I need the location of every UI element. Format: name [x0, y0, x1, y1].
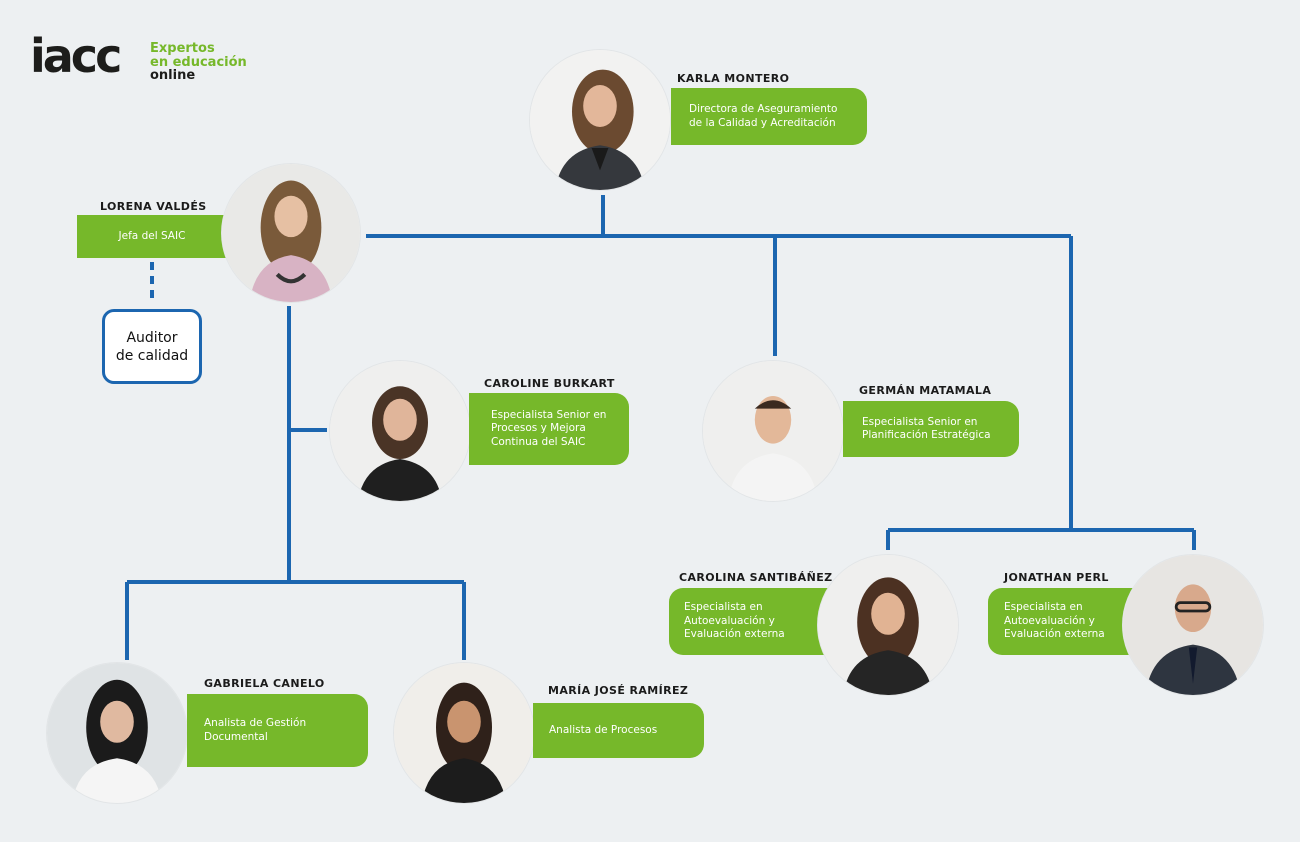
- role-gabriela-canelo: Analista de Gestión Documental: [187, 694, 368, 767]
- name-gabriela-canelo: GABRIELA CANELO: [204, 677, 325, 690]
- person-portrait-icon: [47, 663, 187, 803]
- auditor-de-calidad-box: Auditor de calidad: [102, 309, 202, 384]
- role-karla-montero: Directora de Aseguramiento de la Calidad…: [671, 88, 867, 145]
- role-text: Especialista en Autoevaluación y Evaluac…: [1004, 601, 1105, 641]
- photo-karla-montero: [530, 50, 670, 190]
- name-caroline-burkart: CAROLINE BURKART: [484, 377, 615, 390]
- name-jonathan-perl: JONATHAN PERL: [1004, 571, 1109, 584]
- name-maria-jose-ramirez: MARÍA JOSÉ RAMÍREZ: [548, 684, 689, 697]
- name-karla-montero: KARLA MONTERO: [677, 72, 790, 85]
- name-german-matamala: GERMÁN MATAMALA: [859, 384, 992, 397]
- name-carolina-santibanez: CAROLINA SANTIBÁÑEZ: [679, 571, 833, 584]
- person-portrait-icon: [818, 555, 958, 695]
- person-portrait-icon: [222, 164, 360, 302]
- person-portrait-icon: [330, 361, 470, 501]
- role-text: Especialista Senior en Procesos y Mejora…: [491, 408, 607, 448]
- role-german-matamala: Especialista Senior en Planificación Est…: [843, 401, 1019, 457]
- role-text: Especialista en Autoevaluación y Evaluac…: [684, 601, 785, 641]
- role-jonathan-perl: Especialista en Autoevaluación y Evaluac…: [988, 588, 1133, 655]
- role-caroline-burkart: Especialista Senior en Procesos y Mejora…: [469, 393, 629, 465]
- photo-caroline-burkart: [330, 361, 470, 501]
- role-text: Analista de Procesos: [549, 723, 658, 736]
- role-carolina-santibanez: Especialista en Autoevaluación y Evaluac…: [669, 588, 829, 655]
- logo-tagline-dark: online: [150, 68, 196, 83]
- photo-lorena-valdes: [222, 164, 360, 302]
- logo-tagline-green: Expertos en educación: [150, 41, 247, 70]
- photo-gabriela-canelo: [47, 663, 187, 803]
- photo-german-matamala: [703, 361, 843, 501]
- role-text: Especialista Senior en Planificación Est…: [862, 415, 991, 442]
- role-text: Directora de Aseguramiento de la Calidad…: [689, 103, 838, 129]
- role-text: Analista de Gestión Documental: [204, 717, 307, 743]
- photo-maria-jose-ramirez: [394, 663, 534, 803]
- role-lorena-valdes: Jefa del SAIC: [77, 215, 227, 258]
- person-portrait-icon: [394, 663, 534, 803]
- person-portrait-icon: [703, 361, 843, 501]
- person-portrait-icon: [530, 50, 670, 190]
- name-lorena-valdes: LORENA VALDÉS: [100, 200, 207, 213]
- iacc-logo: iacc: [30, 29, 122, 83]
- person-portrait-icon: [1123, 555, 1263, 695]
- role-maria-jose-ramirez: Analista de Procesos: [533, 703, 704, 758]
- photo-carolina-santibanez: [818, 555, 958, 695]
- role-text: Jefa del SAIC: [118, 229, 186, 242]
- photo-jonathan-perl: [1123, 555, 1263, 695]
